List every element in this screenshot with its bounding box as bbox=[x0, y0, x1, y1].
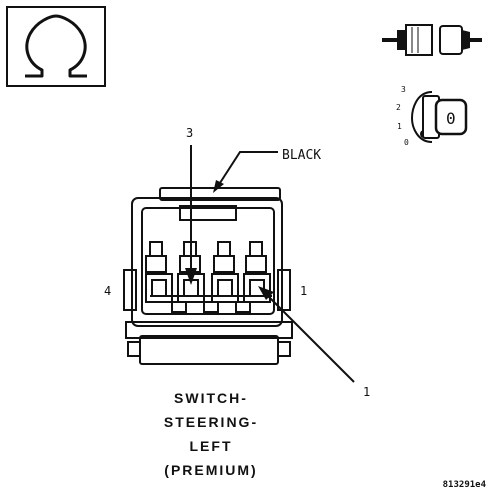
key-position-3: 3 bbox=[401, 85, 406, 94]
key-position-1: 1 bbox=[397, 122, 402, 131]
pin-3-number: 3 bbox=[186, 126, 193, 140]
pin-1-pointer: 1 bbox=[258, 286, 370, 399]
pin-cavity-2 bbox=[211, 241, 239, 303]
key-position-0: 0 bbox=[404, 138, 409, 147]
figure-code: 813291e4 bbox=[443, 480, 487, 490]
title-line-1: SWITCH- bbox=[174, 390, 248, 406]
connector-body bbox=[123, 187, 293, 365]
disconnect-connector-icon bbox=[382, 24, 482, 56]
ignition-key-icon: 3 2 1 0 0 bbox=[396, 85, 468, 147]
ohm-icon bbox=[25, 14, 87, 78]
key-position-2: 2 bbox=[396, 103, 401, 112]
connector-color-callout: BLACK bbox=[213, 148, 321, 193]
pin-cavity-3 bbox=[177, 241, 205, 303]
component-title: SWITCH- STEERING- LEFT (PREMIUM) bbox=[164, 390, 258, 478]
title-line-4: (PREMIUM) bbox=[164, 462, 257, 478]
key-readout: 0 bbox=[446, 109, 456, 128]
ohmmeter-legend bbox=[6, 6, 106, 87]
pin-cavity-1 bbox=[243, 241, 271, 303]
pin-cavity-4 bbox=[145, 241, 173, 303]
title-line-2: STEERING- bbox=[164, 414, 258, 430]
pin-1-number: 1 bbox=[363, 385, 370, 399]
connector-color-label: BLACK bbox=[282, 148, 321, 163]
pin-1-end-number: 1 bbox=[300, 284, 307, 298]
pin-4-end-number: 4 bbox=[104, 284, 111, 298]
title-line-3: LEFT bbox=[190, 438, 233, 454]
